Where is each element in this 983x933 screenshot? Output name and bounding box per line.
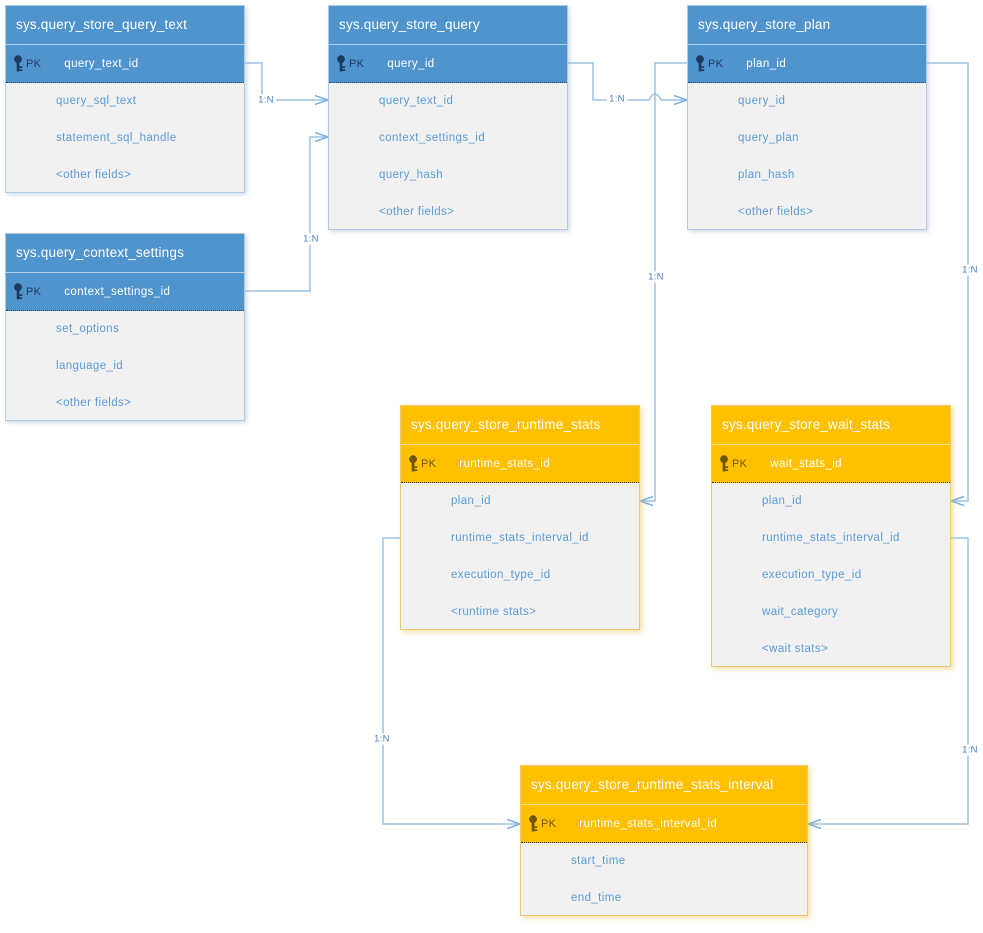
field-row[interactable]: execution_type_id (762, 569, 862, 581)
cardinality-label: 1:N (960, 744, 980, 756)
pk-field-name: plan_id (746, 57, 787, 70)
key-icon (337, 54, 346, 71)
table-header[interactable]: sys.query_store_wait_stats (712, 406, 950, 445)
field-row[interactable]: wait_category (762, 606, 839, 618)
pk-row[interactable]: PK plan_id (688, 45, 926, 83)
cardinality-label: 1:N (301, 233, 321, 245)
connector-contextsettings-to-query[interactable] (245, 136, 328, 292)
table-query-store-query[interactable]: sys.query_store_query PK query_id query_… (328, 5, 568, 230)
table-header[interactable]: sys.query_context_settings (6, 234, 244, 273)
field-row[interactable]: query_sql_text (56, 95, 137, 107)
pk-field-name: wait_stats_id (770, 457, 842, 470)
table-header[interactable]: sys.query_store_query (329, 6, 567, 45)
field-row[interactable]: query_hash (379, 169, 444, 181)
field-row[interactable]: plan_hash (738, 169, 795, 181)
pk-label: PK (541, 817, 557, 830)
field-row[interactable]: end_time (571, 892, 622, 904)
field-row[interactable]: runtime_stats_interval_id (762, 532, 900, 544)
table-header[interactable]: sys.query_store_runtime_stats (401, 406, 639, 445)
field-row[interactable]: query_text_id (379, 95, 454, 107)
cardinality-label: 1:N (960, 264, 980, 276)
key-icon (696, 54, 705, 71)
key-icon (529, 814, 538, 831)
table-header[interactable]: sys.query_store_query_text (6, 6, 244, 45)
connector-querytext-to-query[interactable] (245, 62, 328, 101)
pk-label: PK (349, 57, 365, 70)
pk-label: PK (708, 57, 724, 70)
table-query-store-wait-stats[interactable]: sys.query_store_wait_stats PK wait_stats… (711, 405, 951, 667)
key-icon (14, 282, 23, 299)
field-row[interactable]: context_settings_id (379, 132, 486, 144)
field-row[interactable]: <runtime stats> (451, 606, 537, 618)
field-row[interactable]: start_time (571, 855, 626, 867)
arrowhead-plan-to-waitstats (948, 495, 965, 507)
pk-field-name: runtime_stats_id (459, 457, 551, 470)
key-icon (720, 454, 729, 471)
field-row[interactable]: query_id (738, 95, 786, 107)
field-row[interactable]: <other fields> (56, 169, 132, 181)
pk-label: PK (26, 285, 42, 298)
field-row[interactable]: <wait stats> (762, 643, 829, 655)
connector-runtimestats-to-interval[interactable] (382, 537, 520, 825)
field-row[interactable]: plan_id (451, 495, 491, 507)
pk-row[interactable]: PK query_text_id (6, 45, 244, 83)
field-row[interactable]: query_plan (738, 132, 799, 144)
arrowhead-waitstats-to-interval (805, 818, 822, 830)
pk-label: PK (421, 457, 437, 470)
cardinality-label: 1:N (256, 94, 276, 106)
table-query-store-query-text[interactable]: sys.query_store_query_text PK query_text… (5, 5, 245, 193)
connector-query-to-plan[interactable] (568, 62, 687, 101)
arrowhead-plan-to-runtimestats (637, 495, 654, 507)
key-icon (14, 54, 23, 71)
pk-label: PK (732, 457, 748, 470)
table-query-store-runtime-stats-interval[interactable]: sys.query_store_runtime_stats_interval P… (520, 765, 808, 916)
field-row[interactable]: runtime_stats_interval_id (451, 532, 589, 544)
field-row[interactable]: set_options (56, 323, 120, 335)
cardinality-label: 1:N (607, 93, 627, 105)
key-icon (409, 454, 418, 471)
field-row[interactable]: <other fields> (56, 397, 132, 409)
table-header[interactable]: sys.query_store_plan (688, 6, 926, 45)
table-query-context-settings[interactable]: sys.query_context_settings PK context_se… (5, 233, 245, 421)
pk-row[interactable]: PK context_settings_id (6, 273, 244, 311)
pk-row[interactable]: PK runtime_stats_id (401, 445, 639, 483)
table-query-store-runtime-stats[interactable]: sys.query_store_runtime_stats PK runtime… (400, 405, 640, 630)
field-row[interactable]: language_id (56, 360, 124, 372)
cardinality-label: 1:N (646, 271, 666, 283)
pk-field-name: context_settings_id (64, 285, 171, 298)
pk-field-name: query_text_id (64, 57, 139, 70)
pk-row[interactable]: PK query_id (329, 45, 567, 83)
cardinality-label: 1:N (372, 733, 392, 745)
pk-field-name: runtime_stats_interval_id (579, 817, 718, 830)
field-row[interactable]: <other fields> (379, 206, 455, 218)
table-header[interactable]: sys.query_store_runtime_stats_interval (521, 766, 807, 805)
pk-label: PK (26, 57, 42, 70)
field-row[interactable]: statement_sql_handle (56, 132, 177, 144)
table-query-store-plan[interactable]: sys.query_store_plan PK plan_id query_id… (687, 5, 927, 230)
pk-row[interactable]: PK runtime_stats_interval_id (521, 805, 807, 843)
field-row[interactable]: execution_type_id (451, 569, 551, 581)
field-row[interactable]: <other fields> (738, 206, 814, 218)
connector-plan-to-waitstats[interactable] (927, 62, 969, 502)
field-row[interactable]: plan_id (762, 495, 802, 507)
pk-row[interactable]: PK wait_stats_id (712, 445, 950, 483)
pk-field-name: query_id (387, 57, 435, 70)
connector-waitstats-to-interval[interactable] (808, 537, 969, 825)
